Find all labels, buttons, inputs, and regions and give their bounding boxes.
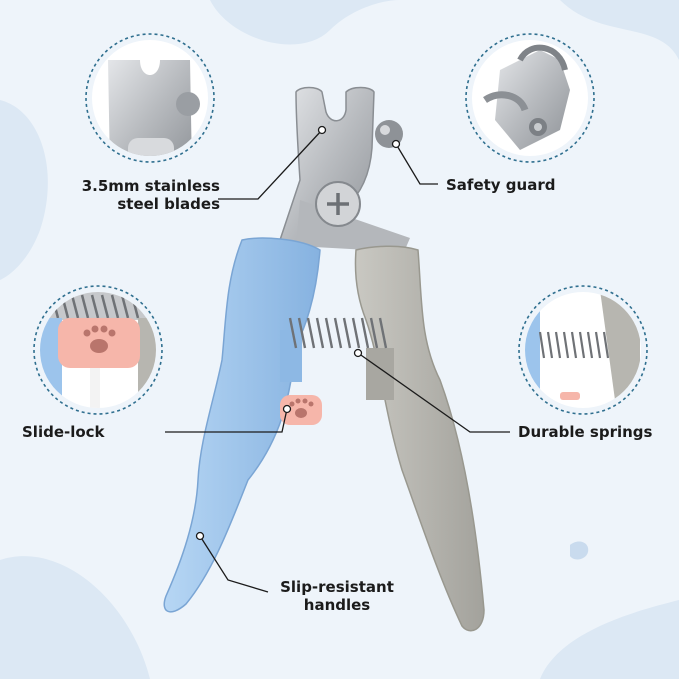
nail-clipper [163,86,485,632]
callout-handles: Slip-resistant handles [272,578,402,614]
callout-safety-guard: Safety guard [446,176,556,194]
callout-handles-line2: handles [303,596,371,614]
detail-circle-springs [518,285,648,415]
grey-handle [354,245,485,632]
callout-slide-lock: Slide-lock [22,423,105,441]
callout-blades-line2: steel blades [117,195,220,213]
callout-handles-line1: Slip-resistant [280,578,394,596]
detail-circle-safety-guard [465,33,595,163]
callout-blades: 3.5mm stainless steel blades [74,177,220,213]
slide-lock-paw [280,395,322,425]
callout-springs: Durable springs [518,423,653,441]
callout-blades-line1: 3.5mm stainless [81,177,220,195]
detail-circle-slide-lock [33,285,163,415]
callout-leader-lines [165,125,510,593]
detail-circle-blades [85,33,215,163]
spring [288,317,388,349]
